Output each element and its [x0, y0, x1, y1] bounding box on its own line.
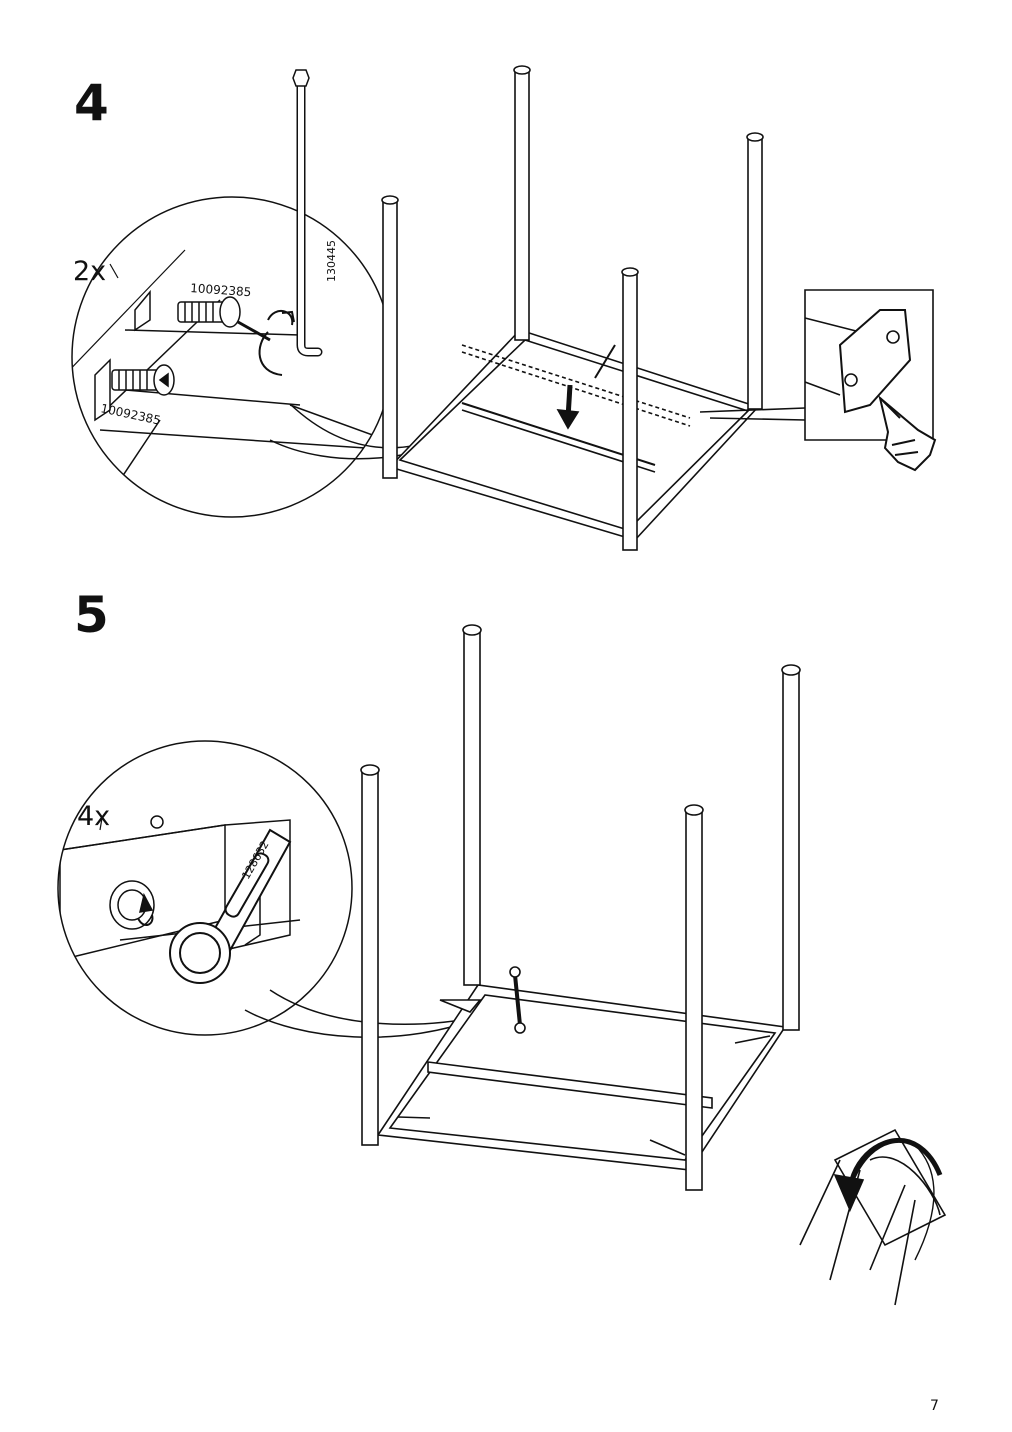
step-4-bracket-inset: [699, 289, 937, 472]
leg-front-right: [621, 267, 639, 551]
wrench-icon: [169, 828, 292, 984]
leg-back-right: [746, 132, 764, 410]
leg-front-left: [360, 764, 380, 1146]
small-wrench-icon: [509, 966, 526, 1034]
leg-back-left: [462, 624, 482, 986]
step-4-number: 4: [74, 74, 109, 132]
pointing-hand-icon: [878, 395, 937, 472]
step-5-number: 5: [74, 586, 109, 644]
step-4-table-frame: [381, 65, 764, 551]
page-number: 7: [930, 1398, 939, 1414]
screw-top: [177, 296, 241, 328]
leg-front-right: [684, 804, 704, 1191]
step-5-detail-callout: [57, 740, 489, 1038]
step-5-table-frame: [360, 624, 801, 1191]
step-4-detail-callout: [71, 69, 487, 518]
leg-back-right: [781, 664, 801, 1031]
leg-front-left: [381, 195, 399, 479]
flip-table-icon: [799, 1128, 947, 1306]
allen-key-icon: [292, 69, 323, 357]
bolt-head: [109, 880, 155, 930]
step-4-quantity: 2x: [73, 256, 107, 287]
allen-key-id: 130445: [325, 240, 338, 282]
screw-top-id: 10092385: [190, 281, 252, 299]
screw-bottom: [111, 364, 175, 396]
leg-back-left: [513, 65, 531, 341]
